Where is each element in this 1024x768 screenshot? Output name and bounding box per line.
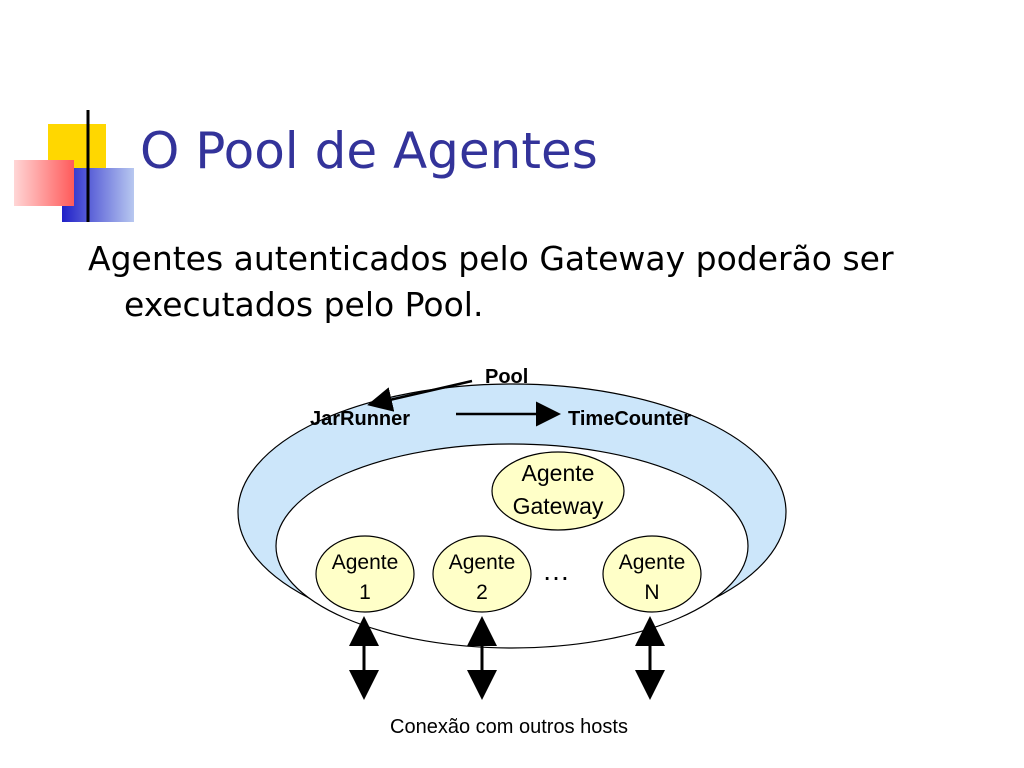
- timecounter-label: TimeCounter: [568, 408, 691, 430]
- gateway-agent-node: [491, 451, 625, 531]
- slide-title: O Pool de Agentes: [140, 122, 598, 180]
- agent-node-1: [315, 535, 415, 613]
- agent-2-line-2: 2: [476, 581, 488, 604]
- pool-label: Pool: [485, 366, 528, 388]
- bullet-text: Agentes autenticados pelo Gateway poderã…: [88, 236, 968, 328]
- red-square: [14, 160, 74, 206]
- bullet-line-2: executados pelo Pool.: [124, 285, 484, 324]
- agent-node-2: [432, 535, 532, 613]
- agent-1-line-2: 1: [359, 581, 371, 604]
- jarrunner-label: JarRunner: [310, 408, 410, 430]
- agent-n-line-2: N: [644, 581, 659, 604]
- agent-1-line-1: Agente: [332, 551, 399, 574]
- connection-label: Conexão com outros hosts: [390, 716, 628, 738]
- agent-node-n: [602, 535, 702, 613]
- agent-2-line-1: Agente: [449, 551, 516, 574]
- gateway-agent-line-1: Agente: [522, 460, 595, 486]
- pool-arrow: [367, 379, 473, 412]
- agent-n-line-1: Agente: [619, 551, 686, 574]
- ellipsis: …: [542, 555, 570, 586]
- gateway-agent-line-2: Gateway: [513, 493, 604, 519]
- bullet-line-1: Agentes autenticados pelo Gateway poderã…: [88, 239, 894, 278]
